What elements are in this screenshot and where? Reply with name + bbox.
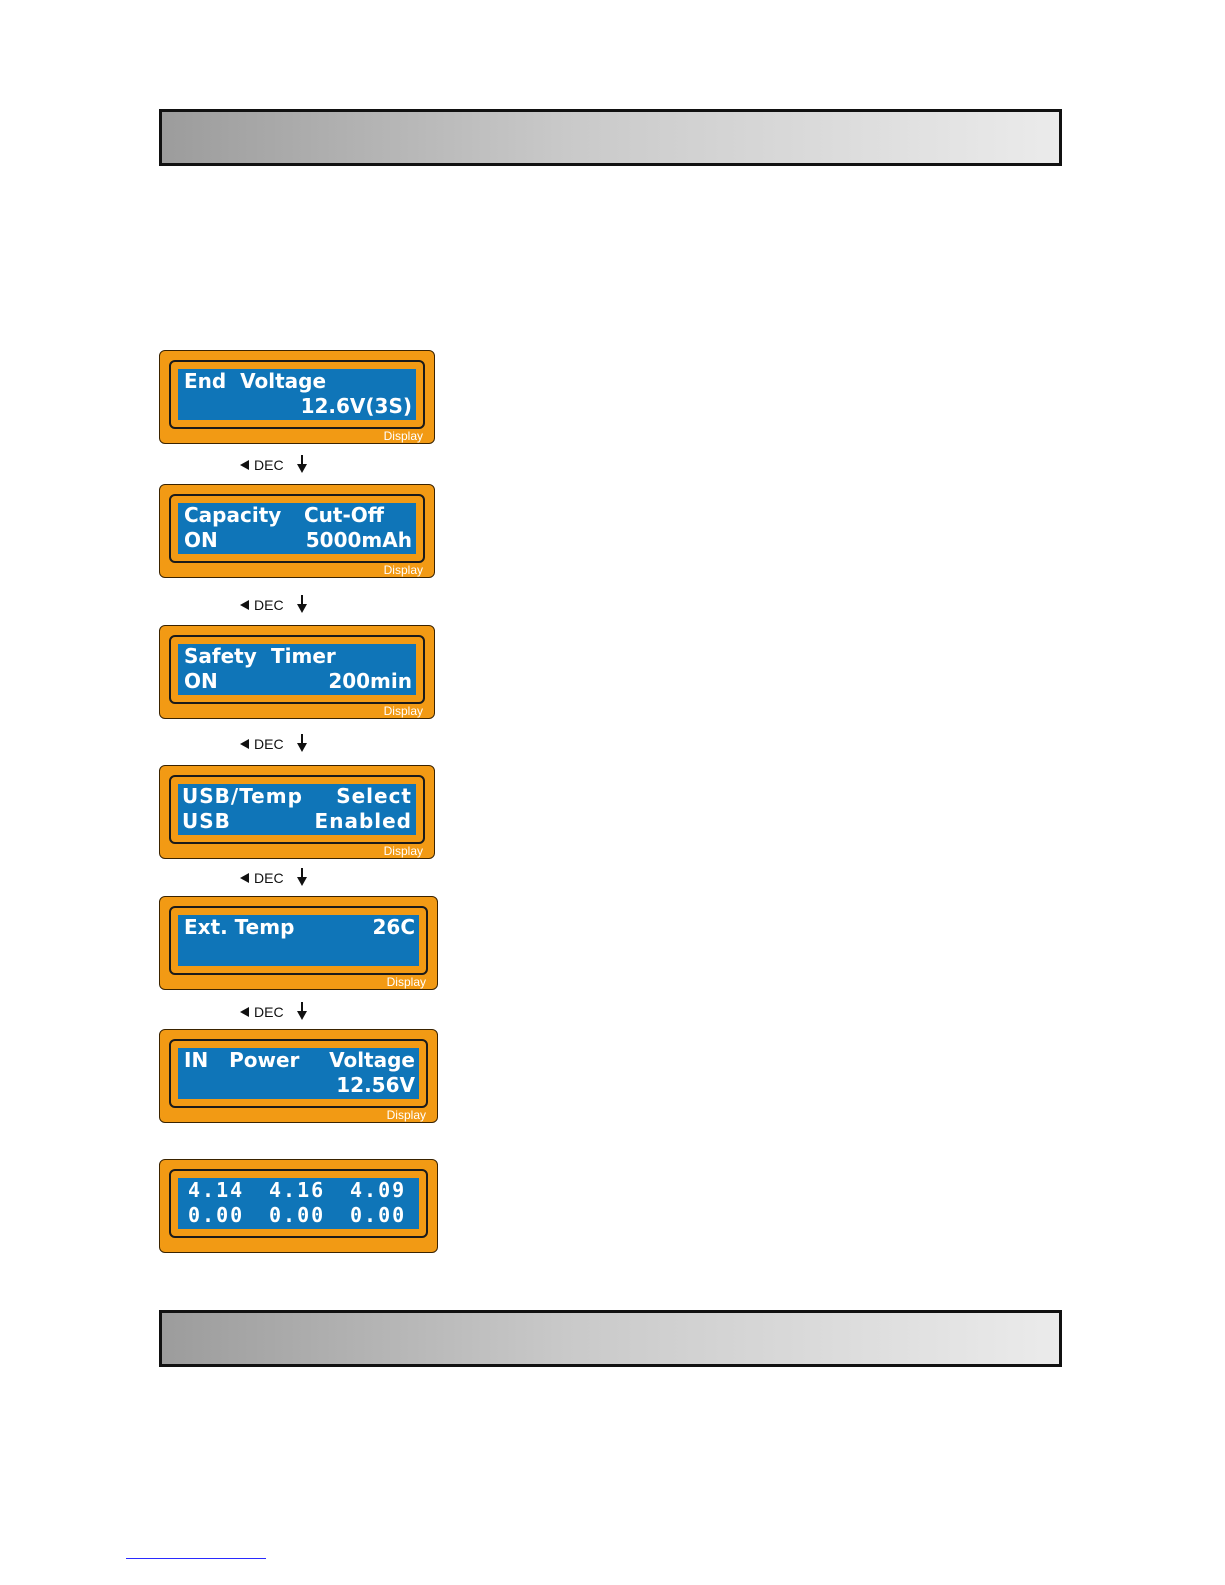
cell-voltage-6: 0.00	[350, 1203, 407, 1227]
down-arrow-icon	[297, 1002, 307, 1020]
lcd-line1-left: Capacity	[184, 503, 282, 527]
lcd-screen: Ext. Temp 26C	[178, 915, 419, 966]
cell-voltage-3: 4.09	[350, 1178, 407, 1202]
lcd-line2-left: ON	[184, 669, 218, 693]
nav-label: DEC	[254, 870, 284, 886]
lcd-line1-left: End Voltage	[184, 369, 327, 393]
lcd-capacity-cutoff: Capacity Cut-Off ON 5000mAh Display	[159, 484, 435, 578]
display-label: Display	[383, 563, 423, 577]
lcd-line2-right: 12.56V	[336, 1073, 415, 1097]
lcd-line2-right: 12.6V(3S)	[300, 394, 412, 418]
lcd-screen: Safety Timer ON 200min	[178, 644, 416, 695]
cell-voltage-2: 4.16	[269, 1178, 326, 1202]
display-label: Display	[386, 975, 426, 989]
nav-label: DEC	[254, 1004, 284, 1020]
lcd-line1-right: Timer	[271, 644, 336, 668]
lcd-line2-right: 5000mAh	[305, 528, 412, 552]
down-arrow-icon	[297, 455, 307, 473]
lcd-screen: End Voltage 12.6V(3S)	[178, 369, 416, 420]
section-header-bar-bottom	[159, 1310, 1062, 1367]
lcd-cell-voltages: 4.14 4.16 4.09 0.00 0.00 0.00	[159, 1159, 438, 1253]
nav-label: DEC	[254, 597, 284, 613]
nav-label: DEC	[254, 457, 284, 473]
left-triangle-icon	[240, 739, 249, 749]
lcd-ext-temp: Ext. Temp 26C Display	[159, 896, 438, 990]
lcd-screen: IN Power Voltage 12.56V	[178, 1048, 419, 1099]
lcd-input-power-voltage: IN Power Voltage 12.56V Display	[159, 1029, 438, 1123]
lcd-line2-left: ON	[184, 528, 218, 552]
lcd-usb-temp-select: USB/Temp Select USB Enabled Display	[159, 765, 435, 859]
display-label: Display	[386, 1108, 426, 1122]
lcd-line2-left: USB	[182, 809, 231, 833]
nav-label: DEC	[254, 736, 284, 752]
cell-voltage-1: 4.14	[188, 1178, 245, 1202]
display-label: Display	[383, 429, 423, 443]
down-arrow-icon	[297, 595, 307, 613]
lcd-screen: 4.14 4.16 4.09 0.00 0.00 0.00	[178, 1178, 419, 1229]
lcd-line1-left: Ext. Temp	[184, 915, 295, 939]
cell-voltage-5: 0.00	[269, 1203, 326, 1227]
lcd-line1-right: 26C	[372, 915, 415, 939]
down-arrow-icon	[297, 868, 307, 886]
lcd-screen: USB/Temp Select USB Enabled	[178, 784, 416, 835]
lcd-line1-left: IN Power	[184, 1048, 300, 1072]
lcd-screen: Capacity Cut-Off ON 5000mAh	[178, 503, 416, 554]
lcd-line1-right: Voltage	[329, 1048, 415, 1072]
footer-link-underline	[126, 1558, 266, 1559]
left-triangle-icon	[240, 1007, 249, 1017]
left-triangle-icon	[240, 873, 249, 883]
lcd-safety-timer: Safety Timer ON 200min Display	[159, 625, 435, 719]
display-label: Display	[383, 704, 423, 718]
lcd-end-voltage: End Voltage 12.6V(3S) Display	[159, 350, 435, 444]
section-header-bar-top	[159, 109, 1062, 166]
left-triangle-icon	[240, 460, 249, 470]
lcd-line1-right: Cut-Off	[304, 503, 384, 527]
lcd-line2-right: 200min	[328, 669, 412, 693]
lcd-line2-right: Enabled	[314, 809, 412, 833]
lcd-line1-left: Safety	[184, 644, 257, 668]
lcd-line1-right: Select	[336, 784, 412, 808]
cell-voltage-4: 0.00	[188, 1203, 245, 1227]
down-arrow-icon	[297, 734, 307, 752]
left-triangle-icon	[240, 600, 249, 610]
lcd-line1-left: USB/Temp	[182, 784, 303, 808]
display-label: Display	[383, 844, 423, 858]
